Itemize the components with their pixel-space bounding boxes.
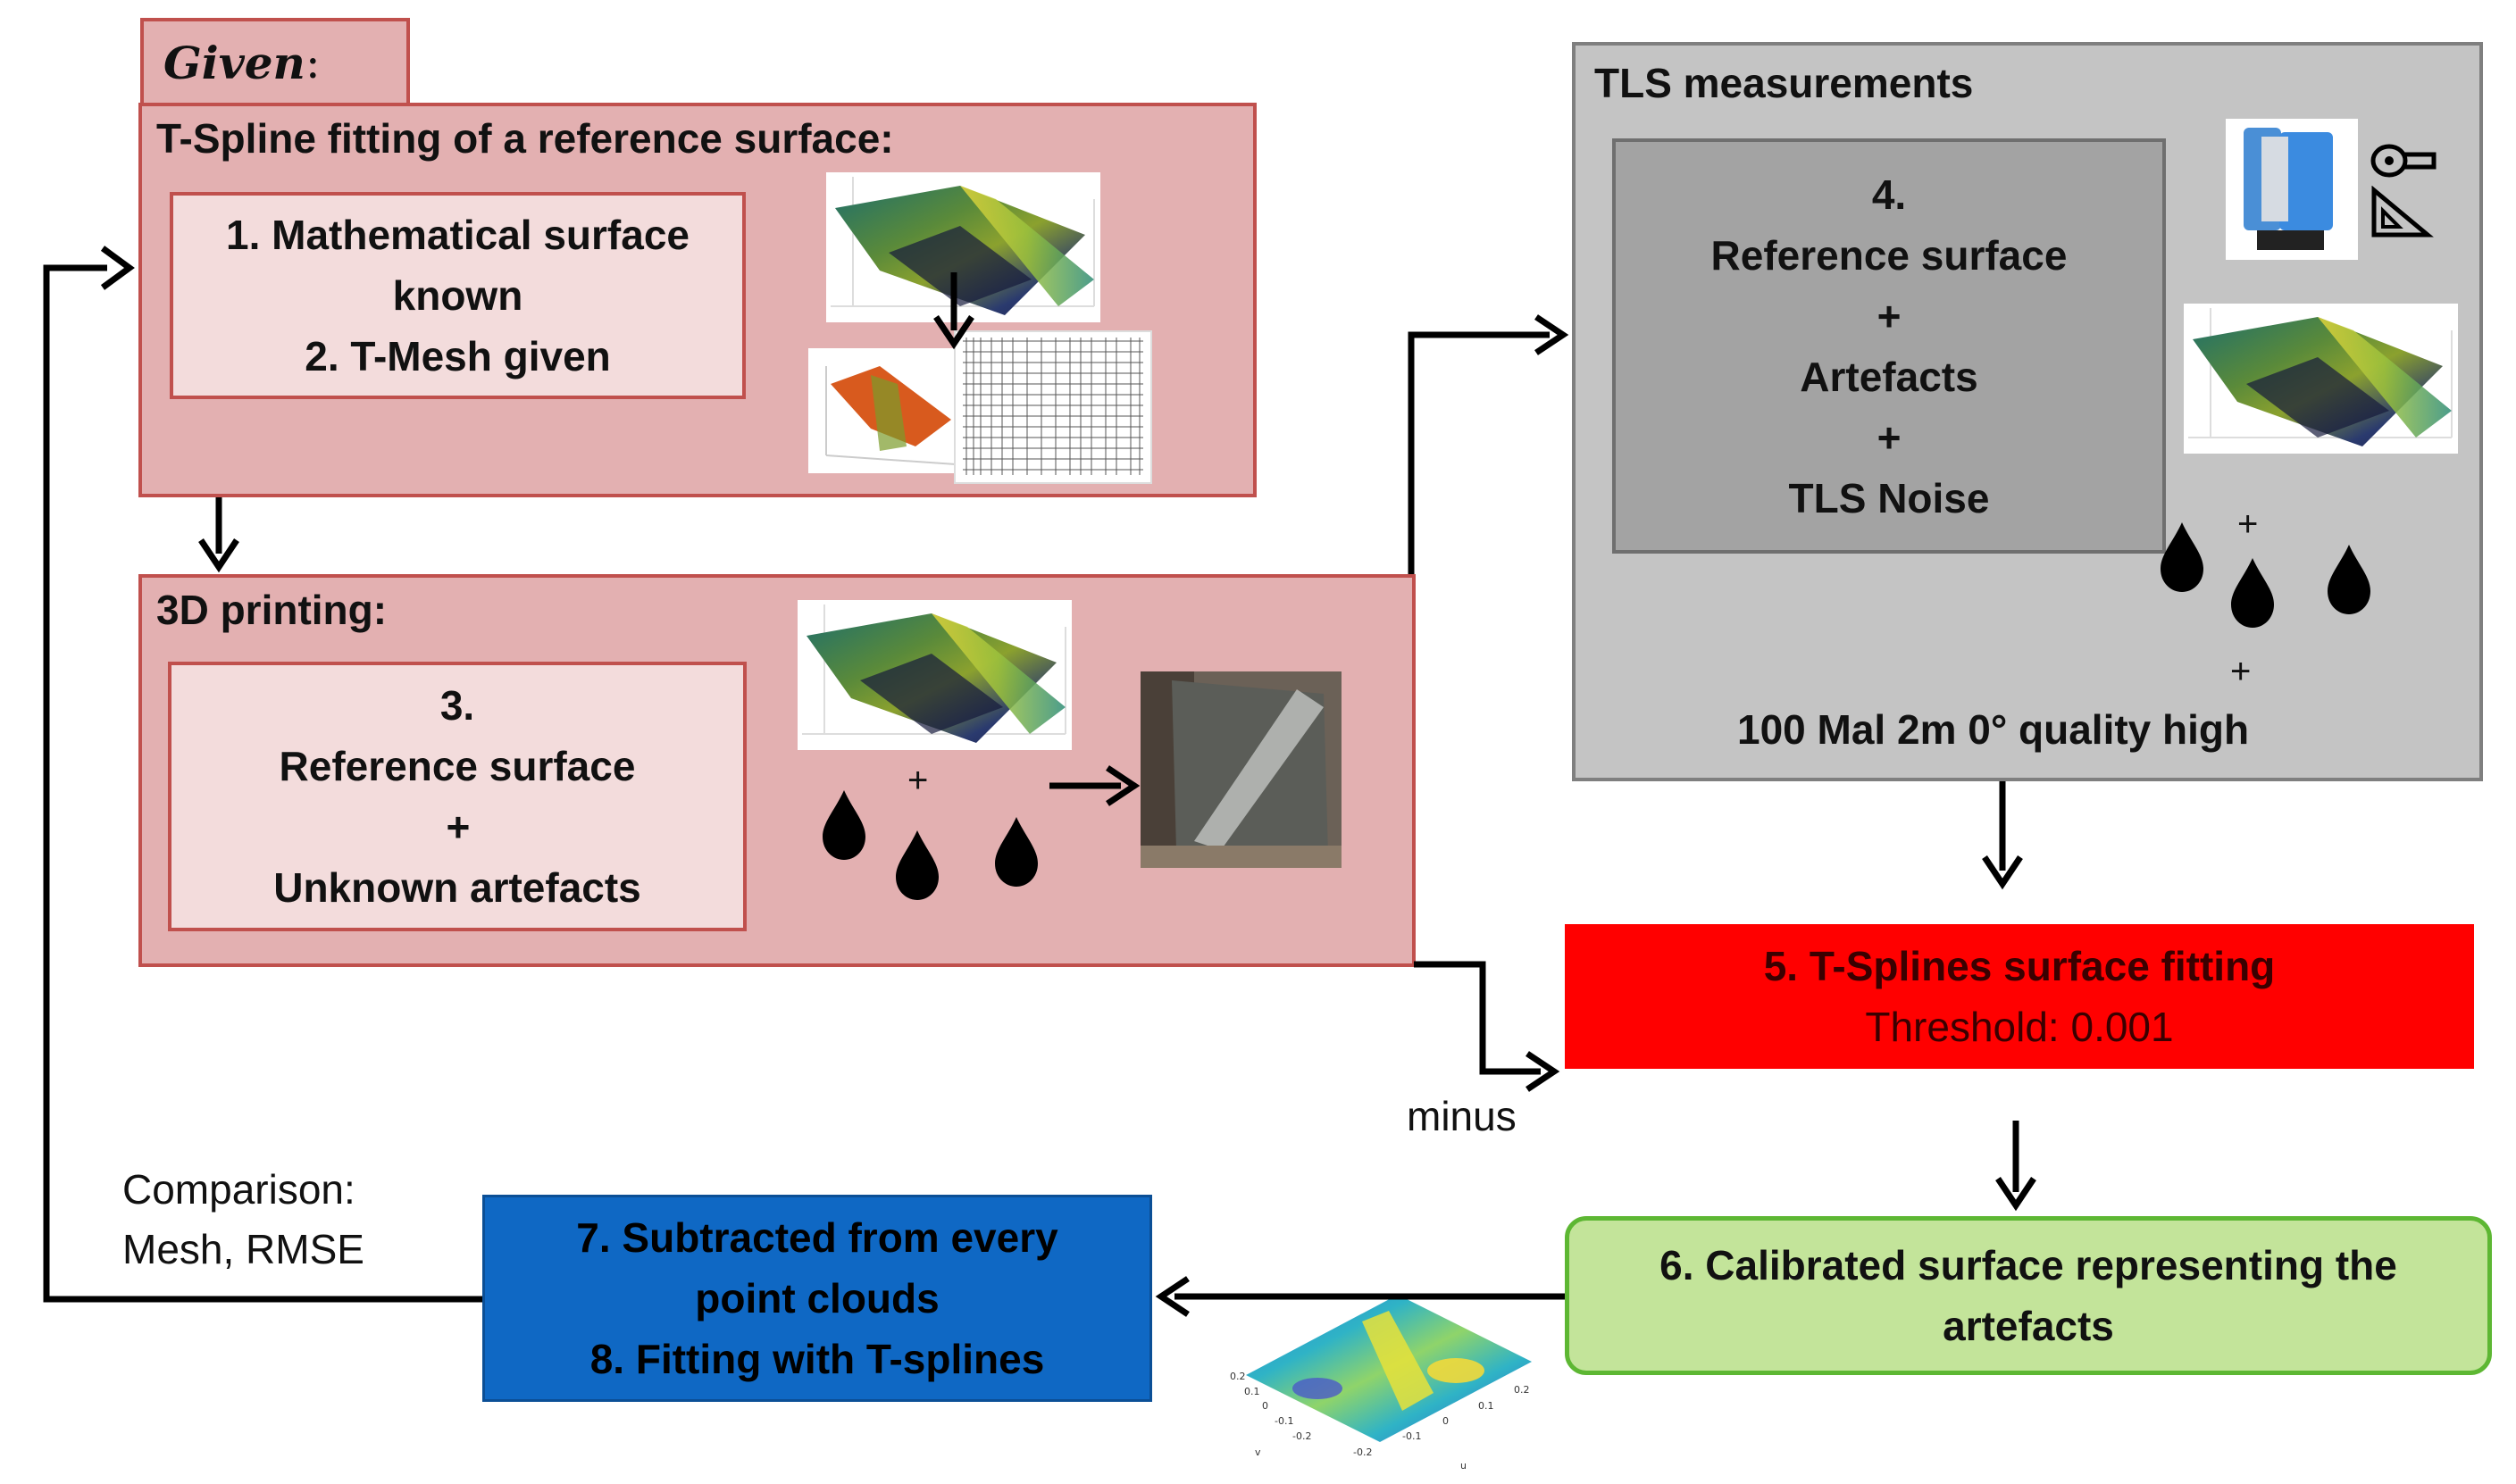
tls-drop-plus-top: + (2237, 504, 2259, 544)
heatmap-ytick-4: -0.2 (1292, 1430, 1311, 1442)
step2-label: 2. T-Mesh given (305, 333, 611, 379)
heatmap-ylabel: v (1255, 1446, 1261, 1458)
heatmap-ytick-1: 0.1 (1244, 1386, 1260, 1397)
reference-surface-plot-3 (2184, 304, 2458, 454)
step4-plus2: + (1877, 413, 1902, 461)
droplet-icon (995, 817, 1038, 887)
step4-line2: Artefacts (1800, 353, 1978, 400)
t-mesh-grid (954, 330, 1152, 484)
step3-box: 3. Reference surface + Unknown artefacts (168, 662, 747, 931)
heatmap-xlabel: u (1460, 1460, 1467, 1471)
heatmap-ytick-3: -0.1 (1275, 1415, 1293, 1427)
step1-2-box: 1. Mathematical surface known 2. T-Mesh … (170, 192, 746, 399)
printed-object-photo (1141, 671, 1342, 868)
step1-label: 1. Mathematical surface known (225, 212, 690, 319)
droplet-icon (2231, 558, 2274, 628)
heatmap-xtick-4: 0.2 (1514, 1384, 1530, 1396)
heatmap-xtick-0: -0.2 (1353, 1446, 1372, 1458)
minus-label: minus (1407, 1093, 1517, 1139)
measuring-tape-icon (2370, 138, 2437, 183)
minus-line (1414, 961, 1541, 1075)
droplet-icon (896, 830, 939, 900)
step4-plus1: + (1877, 292, 1902, 339)
step7-label: 7. Subtracted from every point clouds (576, 1214, 1058, 1321)
step7-8-box: 7. Subtracted from every point clouds 8.… (482, 1195, 1152, 1402)
step5-box: 5. T-Splines surface fitting Threshold: … (1565, 924, 2474, 1069)
feedback-line (43, 264, 482, 1303)
heatmap-xtick-1: -0.1 (1402, 1430, 1421, 1442)
step3-line2: Unknown artefacts (273, 864, 641, 911)
step4-line3: TLS Noise (1788, 474, 1990, 521)
reference-surface-plot-1 (826, 172, 1100, 322)
step4-box: 4. Reference surface + Artefacts + TLS N… (1612, 138, 2166, 554)
tspline-surface-plot (808, 348, 965, 473)
tls-scan-setting: 100 Mal 2m 0° quality high (1737, 706, 2250, 753)
step3-number: 3. (439, 682, 475, 729)
reference-surface-plot-2 (798, 600, 1072, 750)
heatmap-ytick-2: 0 (1262, 1400, 1268, 1412)
heatmap-ytick-0: 0.2 (1230, 1371, 1246, 1382)
laser-scanner-image (2226, 119, 2358, 260)
heatmap-xtick-3: 0.1 (1478, 1400, 1494, 1412)
artefact-heatmap: 0.2 0.1 0 -0.1 -0.2 v -0.2 -0.1 0 0.1 0.… (1219, 1286, 1559, 1473)
droplet-icon (823, 790, 865, 860)
print-to-tls-line (1408, 331, 1550, 574)
step4-line1: Reference surface (1710, 231, 2068, 279)
given-tab: Given : (140, 18, 410, 107)
step4-number: 4. (1871, 171, 1907, 218)
given-colon: : (305, 37, 321, 88)
printing-plus: + (907, 761, 929, 800)
comparison-metrics: Mesh, RMSE (122, 1226, 364, 1272)
step3-plus: + (445, 804, 470, 850)
step8-label: 8. Fitting with T-splines (589, 1336, 1045, 1382)
step6-text: 6. Calibrated surface representing the a… (1659, 1242, 2397, 1349)
tls-drop-plus-bottom: + (2230, 652, 2252, 691)
tls-measurements-title: TLS measurements (1594, 60, 1974, 106)
given-label: Given (163, 36, 305, 89)
heatmap-xtick-2: 0 (1442, 1415, 1449, 1427)
step5-threshold: Threshold: 0.001 (1865, 1004, 2174, 1050)
step3-line1: Reference surface (279, 743, 636, 789)
set-square-icon (2367, 185, 2434, 239)
3d-printing-title: 3D printing: (156, 587, 388, 633)
step6-box: 6. Calibrated surface representing the a… (1565, 1216, 2492, 1375)
tspline-fitting-title: T-Spline fitting of a reference surface: (156, 115, 894, 162)
step5-title: 5. T-Splines surface fitting (1763, 943, 2276, 989)
droplet-icon (2161, 522, 2203, 592)
comparison-label: Comparison: (122, 1166, 355, 1213)
droplet-icon (2328, 545, 2370, 614)
